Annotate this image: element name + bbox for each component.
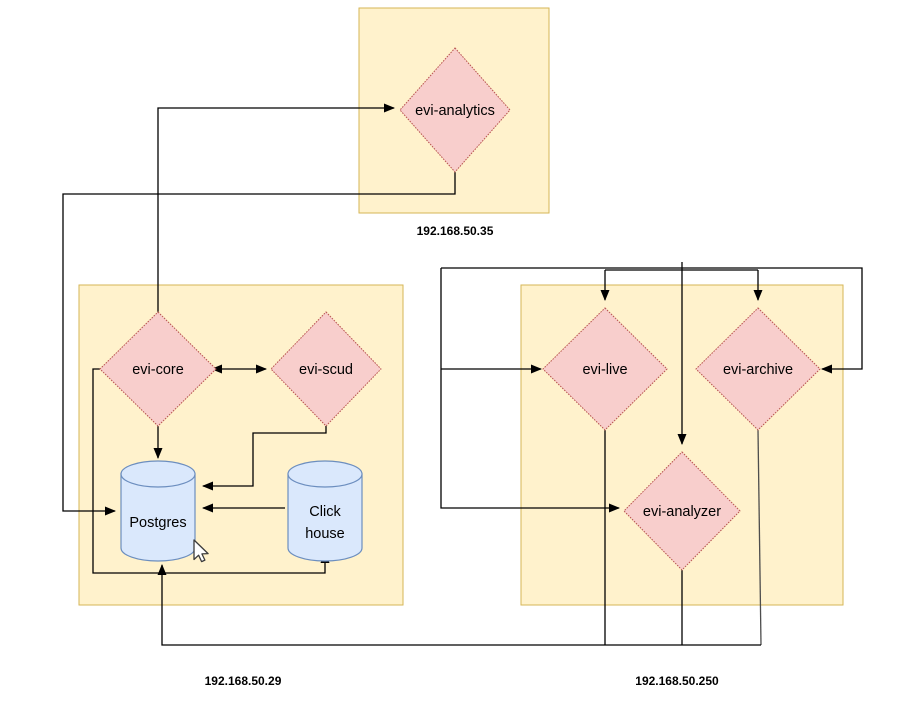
node-label-clickhouse-line2: house <box>305 526 345 542</box>
edge-analyzer-feed-in <box>440 268 620 513</box>
node-postgres[interactable]: Postgres <box>120 460 196 562</box>
node-evi-live[interactable]: evi-live <box>542 307 668 431</box>
edge-core-to-analytics <box>157 103 395 313</box>
edge-scud-to-postgres <box>202 426 327 491</box>
edge-right-group-to-postgres <box>157 564 761 646</box>
node-evi-analyzer[interactable]: evi-analyzer <box>623 451 741 571</box>
group-box-host-core <box>78 284 404 606</box>
node-clickhouse[interactable]: Click house <box>287 460 363 562</box>
node-evi-analytics[interactable]: evi-analytics <box>399 47 511 173</box>
node-label-evi-analytics: evi-analytics <box>415 103 495 119</box>
edge-archive-descender <box>757 429 762 646</box>
ip-label-host-live: 192.168.50.250 <box>635 674 719 688</box>
node-label-postgres: Postgres <box>129 515 186 531</box>
node-evi-archive[interactable]: evi-archive <box>695 307 821 431</box>
node-label-clickhouse-line1: Click <box>309 504 341 520</box>
edge-analytics-to-postgres <box>62 172 456 516</box>
node-evi-core[interactable]: evi-core <box>99 311 217 427</box>
ip-label-host-core: 192.168.50.29 <box>205 674 282 688</box>
node-evi-scud[interactable]: evi-scud <box>270 311 382 427</box>
node-label-evi-analyzer: evi-analyzer <box>643 504 721 520</box>
edge-archive-feed-in <box>441 267 863 374</box>
node-label-evi-live: evi-live <box>582 362 627 378</box>
edge-core-to-clickhouse <box>92 368 330 574</box>
node-label-evi-scud: evi-scud <box>299 362 353 378</box>
node-label-evi-archive: evi-archive <box>723 362 793 378</box>
node-label-evi-core: evi-core <box>132 362 184 378</box>
ip-label-host-analytics: 192.168.50.35 <box>417 224 494 238</box>
